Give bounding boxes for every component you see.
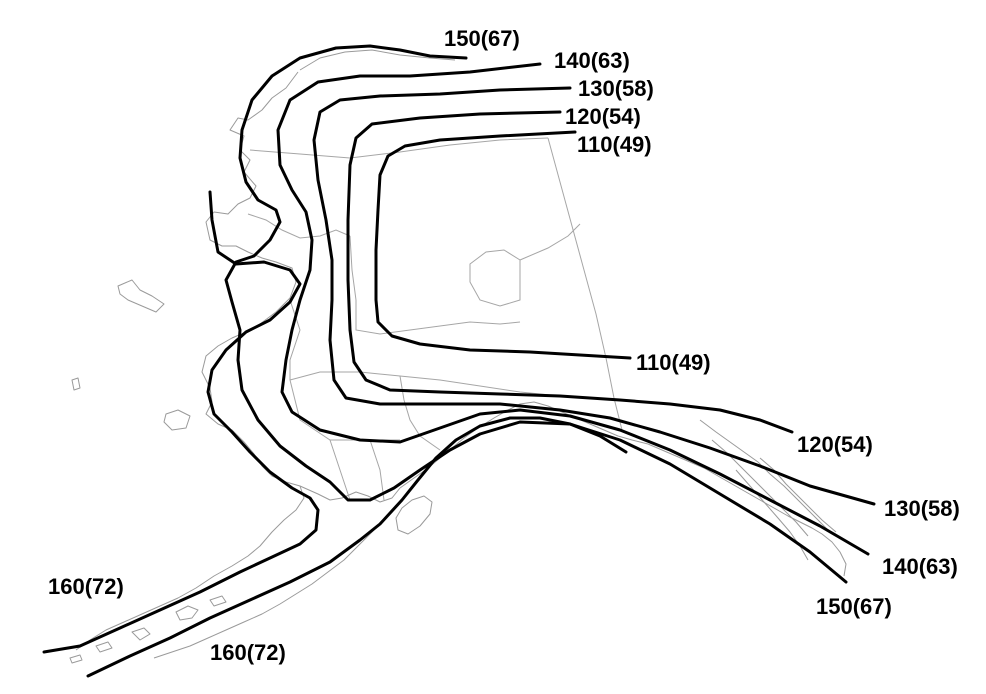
northwest-boundary xyxy=(247,213,351,239)
contour-line-140-63 xyxy=(276,62,870,556)
st-matthew-island xyxy=(71,377,81,391)
contour-layer xyxy=(42,44,876,678)
label-120-54-top: 120(54) xyxy=(565,104,641,129)
label-140-63-right: 140(63) xyxy=(882,554,958,579)
contour-line-160-72-south xyxy=(86,416,628,678)
label-130-58-top: 130(58) xyxy=(578,76,654,101)
contour-line-110-49 xyxy=(374,130,632,360)
canada-border xyxy=(547,137,623,431)
label-130-58-right: 130(58) xyxy=(884,496,960,521)
nunivak-island xyxy=(163,409,191,431)
contour-line-130-58 xyxy=(312,86,876,506)
southwest-boundary xyxy=(289,299,400,441)
label-160-72-bottom: 160(72) xyxy=(210,640,286,665)
label-110-49-top: 110(49) xyxy=(577,132,652,157)
coastline-layer xyxy=(69,49,847,664)
kodiak-island xyxy=(395,495,433,535)
southeast-archipelago xyxy=(699,419,837,561)
contour-line-160-72-north xyxy=(42,190,320,654)
label-120-54-right: 120(54) xyxy=(797,432,873,457)
st-lawrence-island xyxy=(117,279,165,313)
label-150-67-bottom: 150(67) xyxy=(816,594,892,619)
contour-line-120-54 xyxy=(346,110,794,434)
arctic-slope-boundary xyxy=(249,137,549,159)
contour-line-150-67 xyxy=(224,44,848,584)
label-140-63-top: 140(63) xyxy=(554,48,630,73)
contour-label-layer: 150(67) 140(63) 130(58) 120(54) 110(49) … xyxy=(48,26,960,665)
boundary-layer xyxy=(247,137,623,501)
interior-boundary-b xyxy=(469,249,521,307)
label-110-49-right: 110(49) xyxy=(636,350,711,375)
label-160-72-left: 160(72) xyxy=(48,574,124,599)
interior-boundary-c xyxy=(519,223,581,261)
label-150-67-top: 150(67) xyxy=(444,26,520,51)
alaska-peninsula-coast xyxy=(153,485,401,659)
aleutian-islands xyxy=(69,595,227,664)
interior-boundary-a xyxy=(349,235,521,335)
peninsula-boundary xyxy=(329,439,385,501)
